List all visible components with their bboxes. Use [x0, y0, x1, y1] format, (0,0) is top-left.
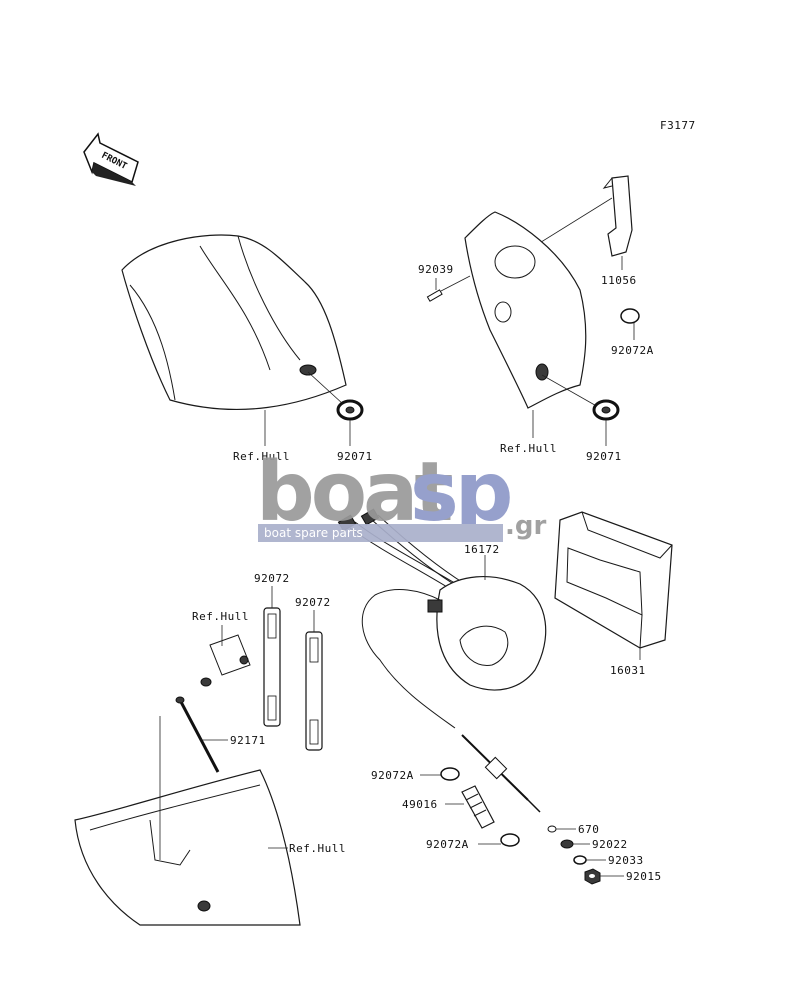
- watermark-tld: .gr: [505, 511, 546, 541]
- front-direction-arrow: FRONT: [83, 132, 139, 186]
- label-92072A-low: 92072A: [426, 838, 469, 851]
- hull-bottom: [74, 716, 301, 926]
- cover-16031: [554, 511, 673, 649]
- label-92022: 92022: [592, 838, 628, 851]
- oring-670: [547, 825, 557, 833]
- label-92072-b: 92072: [295, 596, 331, 609]
- strap-92072-a: [263, 607, 281, 727]
- label-ref-hull-top-right: Ref.Hull: [500, 442, 557, 455]
- strap-92072-b: [305, 631, 323, 751]
- clip-92039: [426, 275, 471, 302]
- grommet-hole-right: [535, 363, 549, 381]
- label-ref-hull-top-left: Ref.Hull: [233, 450, 290, 463]
- label-92071-right: 92071: [586, 450, 622, 463]
- washer-92022: [560, 839, 574, 849]
- figure-code: F3177: [660, 119, 696, 132]
- clamp-92072A-mid: [440, 767, 460, 781]
- label-92015: 92015: [626, 870, 662, 883]
- hull-cover-left: [121, 234, 347, 411]
- grommet-92071-left: [336, 399, 364, 421]
- label-92072-a: 92072: [254, 572, 290, 585]
- grommet-92071-right: [592, 399, 620, 421]
- label-92033: 92033: [608, 854, 644, 867]
- clamp-92072A-top: [620, 308, 640, 324]
- rod-92171: [175, 696, 220, 773]
- nut-92015: [584, 868, 601, 885]
- hull-plate-mid: [200, 634, 251, 687]
- boot-49016: [461, 785, 495, 829]
- washer-92033: [573, 855, 587, 865]
- watermark-band: [258, 524, 503, 542]
- label-ref-hull-mid: Ref.Hull: [192, 610, 249, 623]
- label-92072A-top: 92072A: [611, 344, 654, 357]
- label-92039: 92039: [418, 263, 454, 276]
- clamp-92072A-low: [500, 833, 520, 847]
- label-16031: 16031: [610, 664, 646, 677]
- label-92072A-mid: 92072A: [371, 769, 414, 782]
- hull-cover-right: [464, 211, 601, 409]
- label-92071-left: 92071: [337, 450, 373, 463]
- cable-assembly: [461, 734, 541, 813]
- label-670: 670: [578, 823, 599, 836]
- watermark-logo: boat sp boat spare parts .gr: [256, 445, 546, 542]
- label-11056: 11056: [601, 274, 637, 287]
- grommet-hole-left: [299, 364, 317, 376]
- label-16172: 16172: [464, 543, 500, 556]
- bracket-11056: [602, 175, 633, 257]
- label-49016: 49016: [402, 798, 438, 811]
- label-92171: 92171: [230, 734, 266, 747]
- watermark-tagline: boat spare parts: [264, 526, 363, 540]
- label-ref-hull-bottom: Ref.Hull: [289, 842, 346, 855]
